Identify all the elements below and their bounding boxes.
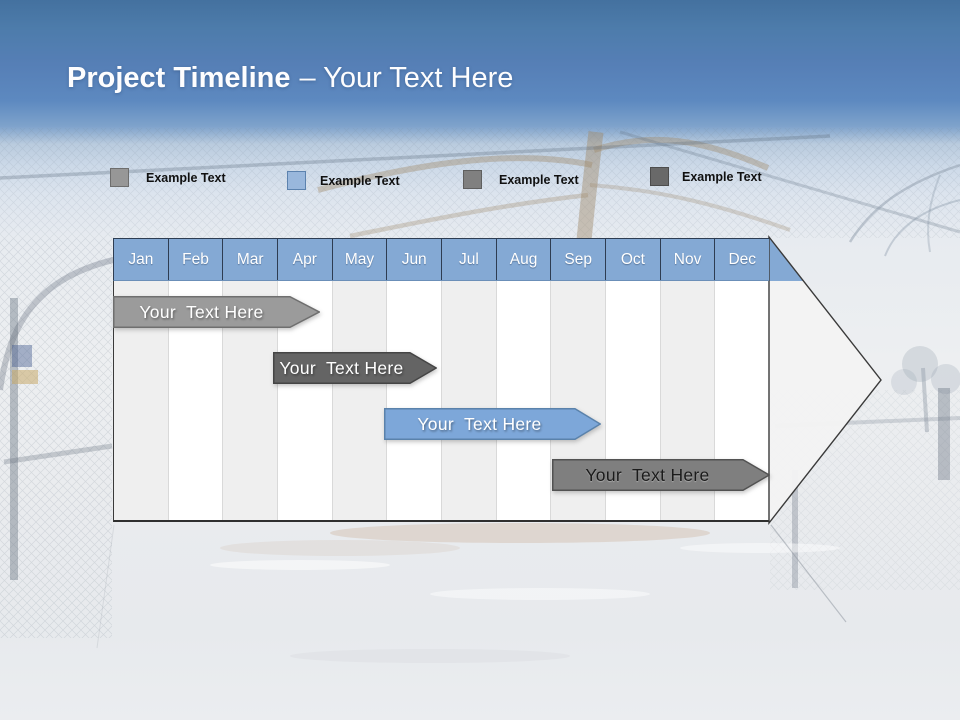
bar-label: Your Text Here <box>417 413 542 434</box>
page-title[interactable]: Project Timeline– Your Text Here <box>67 62 513 95</box>
legend-label: Example Text <box>682 169 762 184</box>
timeline-arrowhead[interactable] <box>760 230 900 530</box>
tree-silhouette <box>317 131 791 241</box>
title-primary: Project Timeline <box>67 62 291 94</box>
month-cell[interactable]: Nov <box>659 239 715 280</box>
bar-label: Your Text Here <box>585 464 710 485</box>
month-label: Oct <box>620 250 645 268</box>
month-header-row: Jan Feb Mar Apr May Jun Jul Aug Sep Oct … <box>113 238 770 281</box>
grid-column <box>331 281 387 520</box>
tree-right <box>774 346 960 588</box>
legend-item[interactable]: Example Text <box>463 170 579 189</box>
month-label: May <box>344 250 375 268</box>
month-label: Jun <box>401 250 427 268</box>
branches <box>848 163 960 257</box>
legend-swatch-darkgray <box>650 167 669 186</box>
month-label: Feb <box>182 250 209 268</box>
month-cell[interactable]: Jun <box>386 239 442 280</box>
bar-label: Your Text Here <box>279 357 404 378</box>
month-label: Aug <box>509 250 538 268</box>
legend-label: Example Text <box>146 170 226 185</box>
legend-swatch-midgray <box>463 170 482 189</box>
timeline-bar[interactable]: Your Text Here <box>113 296 320 328</box>
legend-item[interactable]: Example Text <box>110 168 226 187</box>
title-secondary: – Your Text Here <box>299 62 514 94</box>
month-cell[interactable]: Sep <box>550 239 606 280</box>
month-label: Jan <box>128 250 154 268</box>
month-cell[interactable]: Feb <box>167 239 223 280</box>
legend-item[interactable]: Example Text <box>287 171 400 190</box>
month-cell[interactable]: Dec <box>714 239 770 280</box>
bar-arrow-shape <box>113 296 320 328</box>
bar-arrow-shape <box>384 408 601 440</box>
month-cell[interactable]: Mar <box>222 239 278 280</box>
bar-arrow-shape <box>552 459 770 491</box>
timeline-bar[interactable]: Your Text Here <box>552 459 770 491</box>
month-label: Sep <box>564 250 592 268</box>
grid-column <box>441 281 496 520</box>
legend-label: Example Text <box>320 173 400 188</box>
grid-column <box>495 281 551 520</box>
month-cell[interactable]: May <box>331 239 387 280</box>
month-cell[interactable]: Apr <box>277 239 332 280</box>
legend-swatch-gray <box>110 168 129 187</box>
month-label: Nov <box>673 250 702 268</box>
month-cell[interactable]: Jul <box>441 239 496 280</box>
month-label: Dec <box>728 250 757 268</box>
timeline-bar[interactable]: Your Text Here <box>273 352 437 384</box>
month-label: Jul <box>458 250 479 268</box>
legend-swatch-blue <box>287 171 306 190</box>
legend-item[interactable]: Example Text <box>650 167 762 186</box>
timeline-bar[interactable]: Your Text Here <box>384 408 601 440</box>
bar-arrow-shape <box>273 352 437 384</box>
legend-label: Example Text <box>499 172 579 187</box>
month-cell[interactable]: Aug <box>495 239 551 280</box>
month-cell[interactable]: Oct <box>605 239 660 280</box>
month-label: Mar <box>236 250 264 268</box>
month-cell[interactable]: Jan <box>114 239 168 280</box>
month-label: Apr <box>292 250 317 268</box>
grid-column <box>386 281 442 520</box>
bar-label: Your Text Here <box>139 301 264 322</box>
fence-left <box>0 255 123 580</box>
